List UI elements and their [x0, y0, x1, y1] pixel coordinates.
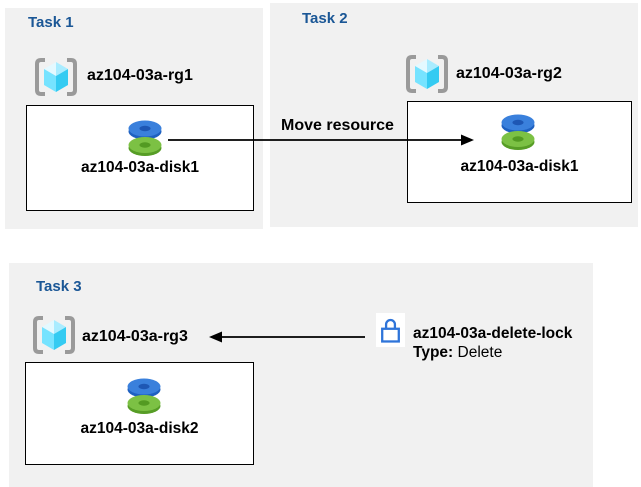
resource-group-label: az104-03a-rg2: [456, 65, 562, 82]
disk-label: az104-03a-disk1: [80, 159, 200, 176]
delete-lock-type-label: Type:: [413, 344, 454, 361]
disk-box: az104-03a-disk1: [26, 105, 254, 211]
managed-disk-icon: [128, 120, 162, 156]
lock-icon-box: [376, 313, 405, 347]
disk-box: az104-03a-disk2: [25, 362, 254, 465]
delete-lock-type-value: Delete: [457, 344, 503, 361]
resource-group-icon: [406, 55, 448, 93]
move-resource-label: Move resource: [281, 117, 394, 134]
delete-lock-name: az104-03a-delete-lock: [413, 325, 573, 342]
task1-title: Task 1: [28, 14, 74, 31]
resource-group-icon: [35, 58, 77, 96]
disk-label: az104-03a-disk2: [80, 420, 199, 437]
task2-title: Task 2: [302, 10, 348, 27]
managed-disk-icon: [501, 114, 535, 150]
resource-group-icon: [33, 316, 75, 354]
managed-disk-icon: [127, 378, 161, 414]
task3-title: Task 3: [36, 278, 82, 295]
delete-lock-arrow: [209, 331, 365, 343]
move-resource-arrow: [168, 134, 474, 146]
resource-group-label: az104-03a-rg3: [82, 328, 188, 345]
resource-group-label: az104-03a-rg1: [87, 67, 193, 84]
lock-icon: [381, 318, 400, 343]
disk-label: az104-03a-disk1: [460, 158, 579, 175]
disk-box: az104-03a-disk1: [407, 101, 632, 203]
delete-lock-type-line: Type: Delete: [413, 343, 572, 362]
delete-lock-text: az104-03a-delete-lock Type: Delete: [413, 324, 572, 362]
